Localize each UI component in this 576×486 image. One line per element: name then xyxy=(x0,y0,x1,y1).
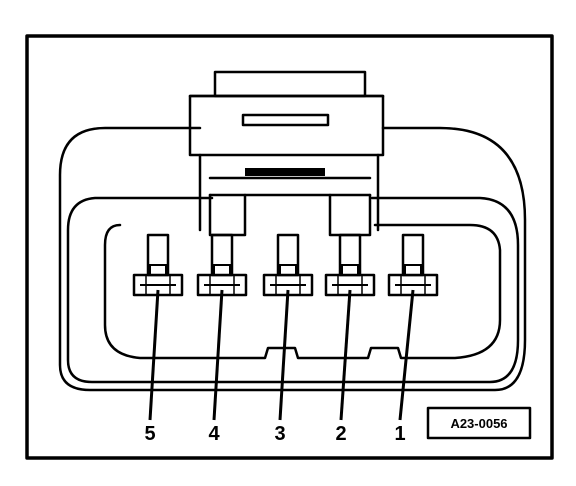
contact-pin-2 xyxy=(324,233,376,297)
leader-line-4 xyxy=(212,289,224,421)
contact-cavity xyxy=(103,223,502,360)
connector-housing-outer xyxy=(58,126,527,392)
locking-latch xyxy=(188,70,385,237)
figure-frame xyxy=(25,34,554,460)
contact-pin-5 xyxy=(132,233,184,297)
pin-label-5: 5 xyxy=(144,423,155,445)
leader-line-2 xyxy=(339,289,352,421)
reference-code-box: A23-0056 xyxy=(426,406,532,440)
pin-label-4: 4 xyxy=(208,423,220,445)
leader-lines xyxy=(148,289,415,421)
connector-housing-inner xyxy=(66,196,520,384)
pin-label-1: 1 xyxy=(394,423,405,445)
leader-line-5 xyxy=(148,289,160,421)
contact-pin-3 xyxy=(262,233,314,297)
contact-pin-1 xyxy=(387,233,439,297)
pin-label-2: 2 xyxy=(335,423,346,445)
contact-pin-4 xyxy=(196,233,248,297)
pin-label-3: 3 xyxy=(274,423,285,445)
leader-line-3 xyxy=(278,289,290,421)
contact-pins xyxy=(132,233,439,297)
reference-code: A23-0056 xyxy=(450,416,507,431)
pin-labels: 5 4 3 2 1 xyxy=(144,423,405,445)
leader-line-1 xyxy=(398,289,415,421)
